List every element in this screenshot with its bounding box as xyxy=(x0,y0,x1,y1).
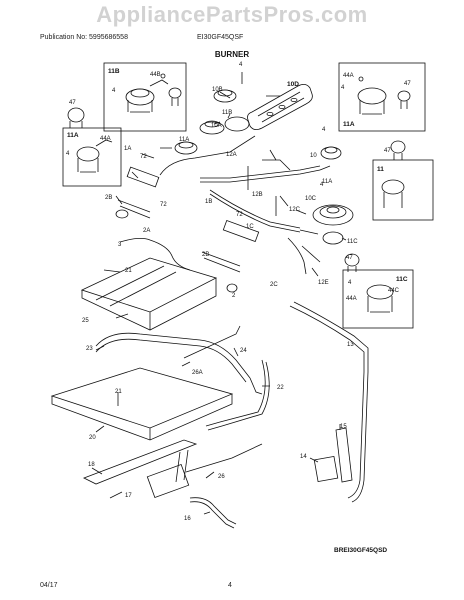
label-4-right2: 4 xyxy=(320,182,324,188)
label-2b-a: 2B xyxy=(105,195,112,201)
label-23: 23 xyxy=(86,346,93,352)
label-22: 22 xyxy=(277,385,284,391)
label-10a: 10A xyxy=(211,123,222,129)
label-15: 15 xyxy=(340,424,347,430)
label-12c: 12C xyxy=(289,207,301,213)
label-2c: 2C xyxy=(270,282,278,288)
label-11-box: 11 xyxy=(377,166,384,173)
label-21-a: 21 xyxy=(125,268,132,274)
label-11c: 11C xyxy=(347,239,358,245)
label-44c: 44C xyxy=(388,288,400,294)
label-4-left: 4 xyxy=(66,151,70,157)
label-10c: 10C xyxy=(305,196,317,202)
label-1b: 1B xyxy=(205,199,212,205)
label-11b: 11B xyxy=(222,110,232,116)
label-4-right: 4 xyxy=(341,85,345,91)
label-12a: 12A xyxy=(226,152,237,158)
label-2: 2 xyxy=(232,293,236,299)
label-11a-right2: 11A xyxy=(322,179,332,185)
label-4-tl: 4 xyxy=(112,88,116,94)
label-11a: 11A xyxy=(179,137,189,143)
publication-number: Publication No: 5995686558 xyxy=(40,34,128,41)
footer-date: 04/17 xyxy=(40,582,58,589)
label-10-right: 10 xyxy=(310,153,317,159)
label-47-tl: 47 xyxy=(69,100,76,106)
inset-box-11c xyxy=(342,269,414,329)
label-10d: 10D xyxy=(287,81,299,88)
label-13: 13 xyxy=(347,342,354,348)
label-20: 20 xyxy=(89,435,96,441)
label-4-right-bottom: 4 xyxy=(348,280,352,286)
label-44b: 44B xyxy=(150,72,161,78)
label-72-c: 72 xyxy=(236,212,243,218)
label-12b: 12B xyxy=(252,192,263,198)
label-47-right3: 47 xyxy=(346,255,353,261)
label-44a-right-bottom: 44A xyxy=(346,296,357,302)
inset-box-11a-left xyxy=(62,127,122,187)
label-16: 16 xyxy=(184,516,191,522)
model-number: EI30GF45QSF xyxy=(197,34,244,41)
label-4-top: 4 xyxy=(239,62,243,68)
watermark: AppliancePartsPros.com xyxy=(96,2,368,27)
label-14: 14 xyxy=(300,454,307,460)
label-3: 3 xyxy=(118,242,122,248)
label-44a-right: 44A xyxy=(343,73,354,79)
label-24: 24 xyxy=(240,348,247,354)
section-title: BURNER xyxy=(214,50,250,59)
label-2b-b: 2B xyxy=(202,252,209,258)
label-11a-right-box: 11A xyxy=(343,121,355,128)
label-2a: 2A xyxy=(143,228,150,234)
inset-box-11a-right xyxy=(338,62,426,132)
label-1c: 1C xyxy=(246,224,254,230)
label-44a-left: 44A xyxy=(100,136,111,142)
label-17: 17 xyxy=(125,493,132,499)
inset-box-11b xyxy=(103,62,187,132)
label-26a: 26A xyxy=(192,370,203,376)
label-47-right: 47 xyxy=(404,81,411,87)
label-21-b: 21 xyxy=(115,389,122,395)
label-4-mid: 4 xyxy=(322,127,326,133)
label-26: 26 xyxy=(218,474,225,480)
label-18: 18 xyxy=(88,462,95,468)
label-72-a: 72 xyxy=(140,154,147,160)
label-11a-box: 11A xyxy=(67,132,79,139)
label-11c-box: 11C xyxy=(396,276,408,283)
label-11b-box: 11B xyxy=(108,68,120,75)
footer-page-number: 4 xyxy=(228,582,232,589)
inset-box-11-right xyxy=(372,159,434,221)
label-47-right2: 47 xyxy=(384,148,391,154)
label-72-b: 72 xyxy=(160,202,167,208)
label-12e: 12E xyxy=(318,280,329,286)
label-25: 25 xyxy=(82,318,89,324)
label-10b: 10B xyxy=(212,87,223,93)
model-code: BREI30GF45QSD xyxy=(334,547,388,554)
label-1a: 1A xyxy=(124,146,131,152)
